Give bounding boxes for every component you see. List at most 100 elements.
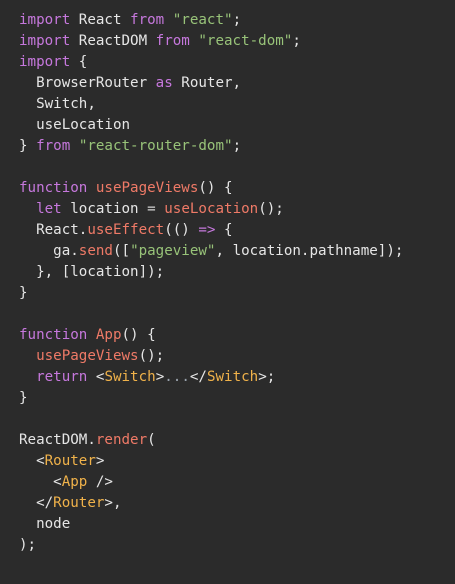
code-line: } from "react-router-dom"; [19,136,455,157]
code-line: <Router> [19,451,455,472]
code-line: function App() { [19,325,455,346]
code-token: ; [232,138,242,154]
code-token: (); [258,201,284,217]
code-token: "react" [172,12,233,28]
code-line: BrowserRouter as Router, [19,73,455,94]
code-token: Switch, [19,96,96,112]
code-token: App [61,474,88,490]
code-token: ( [147,432,156,448]
code-token: { [70,54,88,70]
code-token: send [78,243,113,259]
code-token: () { [121,327,156,343]
code-token: function [19,180,88,196]
code-token: </ [189,369,207,385]
code-token: React [70,12,131,28]
code-token: }, [location]); [19,264,165,280]
code-token: ... [164,369,190,385]
code-token: let [36,201,62,217]
code-token: < [87,369,105,385]
code-token: > [95,453,105,469]
code-token [70,138,79,154]
code-token: import [19,33,71,49]
code-line: </Router>, [19,493,455,514]
code-token: Switch [104,369,156,385]
code-line: import React from "react"; [19,10,455,31]
code-token: usePageViews [95,180,199,196]
code-token: return [36,369,88,385]
code-token [156,201,165,217]
code-token: from [130,12,165,28]
code-token: Switch [206,369,259,385]
code-token: function [19,327,88,343]
code-line: return <Switch>...</Switch>; [19,367,455,388]
code-token: </ [19,495,54,511]
code-token: from [155,33,190,49]
code-token: = [147,201,156,217]
code-token: render [95,432,148,448]
code-line [19,304,455,325]
code-token: as [155,75,173,91]
code-token: () { [198,180,233,196]
code-token: Router [53,495,105,511]
code-token: "react-dom" [198,33,293,49]
code-token: } [19,285,28,301]
code-token: ; [292,33,301,49]
code-token: "pageview" [130,243,216,259]
code-line: import { [19,52,455,73]
code-token: React. [19,222,88,238]
code-token: import [19,12,71,28]
code-token: ; [232,12,242,28]
code-token: < [19,453,45,469]
code-line: node [19,514,455,535]
code-token [87,327,96,343]
code-token: Router, [172,75,242,91]
code-token: } [19,390,28,406]
code-line: }, [location]); [19,262,455,283]
code-line: import ReactDOM from "react-dom"; [19,31,455,52]
code-line: useLocation [19,115,455,136]
code-line: let location = useLocation(); [19,199,455,220]
code-token: ReactDOM. [19,432,96,448]
code-token: usePageViews [36,348,139,364]
code-token: useLocation [164,201,259,217]
code-token: useEffect [87,222,165,238]
code-token: > [155,369,165,385]
code-line: ReactDOM.render( [19,430,455,451]
code-token: Router [44,453,96,469]
code-token: ); [19,537,37,553]
code-line: ); [19,535,455,556]
code-token: => [198,222,216,238]
code-token: < [19,474,62,490]
code-token: BrowserRouter [19,75,156,91]
code-token: App [95,327,122,343]
code-token: from [36,138,71,154]
code-token: location [61,201,148,217]
code-token: ReactDOM [70,33,156,49]
code-token: node [19,516,71,532]
code-line: <App /> [19,472,455,493]
code-line: Switch, [19,94,455,115]
code-line [19,157,455,178]
code-line [19,409,455,430]
code-token: "react-router-dom" [78,138,233,154]
code-line: React.useEffect(() => { [19,220,455,241]
code-token: ga. [19,243,79,259]
code-token [19,369,36,385]
code-line: } [19,388,455,409]
code-line: ga.send(["pageview", location.pathname])… [19,241,455,262]
code-token [164,12,173,28]
code-token: >, [104,495,122,511]
code-token: /> [87,474,113,490]
code-token [19,348,36,364]
code-token: ([ [112,243,131,259]
code-token: { [215,222,233,238]
code-token: import [19,54,71,70]
code-token [87,180,96,196]
code-line: usePageViews(); [19,346,455,367]
code-token [19,201,36,217]
code-token: , location.pathname]); [215,243,404,259]
code-token: useLocation [19,117,131,133]
code-token: (); [138,348,165,364]
code-line: } [19,283,455,304]
